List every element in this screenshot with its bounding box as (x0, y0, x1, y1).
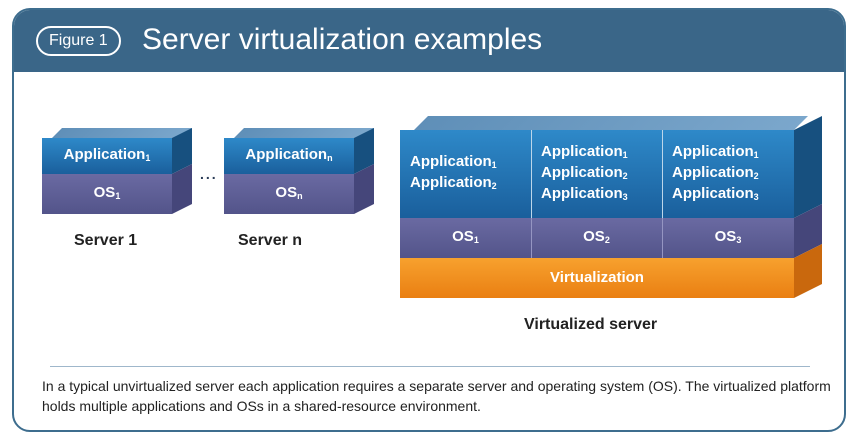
server-n-application: Applicationn (224, 138, 354, 174)
vm-3-application-3: Application3 (672, 184, 759, 202)
virtualized-server-label: Virtualized server (524, 316, 658, 333)
vm-2-application-1: Application1 (541, 142, 628, 160)
vm-2-applications: Application1 Application2 Application3 (531, 130, 662, 218)
server-n-side-app (354, 128, 374, 174)
figure-badge: Figure 1 (36, 26, 121, 56)
vm-3-os: OS3 (714, 227, 742, 245)
virtualized-server-box: Application1 Application2 Application1 A… (400, 116, 830, 306)
virtualized-side-app (794, 116, 822, 218)
server-n-app-text: Applicationn (245, 145, 333, 163)
figure-frame: Figure 1 Server virtualization examples … (12, 8, 846, 432)
server-1-box: Application1 OS1 (42, 128, 202, 226)
server-1-os-text: OS1 (93, 183, 121, 201)
vm-2-application-3: Application3 (541, 184, 628, 202)
server-1-side-os (172, 164, 192, 214)
vm-1-application-2: Application2 (410, 174, 497, 191)
figure-title: Server virtualization examples (142, 23, 543, 56)
caption-divider (50, 366, 810, 367)
server-n-top-face (234, 128, 374, 138)
vm-3-application-2: Application2 (672, 163, 759, 181)
virtualization-layer: Virtualization (400, 258, 794, 298)
server-n-label: Server n (238, 232, 303, 249)
virtualization-layer-text: Virtualization (550, 269, 644, 286)
server-1-top-face (52, 128, 192, 138)
vm-1-application-1: Application1 (410, 153, 497, 170)
app-divider-2 (662, 130, 663, 218)
server-n-os-text: OSn (275, 183, 303, 201)
os-divider-1 (531, 218, 532, 258)
vm-3-applications: Application1 Application2 Application3 (662, 130, 794, 218)
server-n-os: OSn (224, 174, 354, 214)
app-divider-1 (531, 130, 532, 218)
virtualized-application-row: Application1 Application2 Application1 A… (400, 130, 794, 218)
server-n-box: Applicationn OSn (224, 128, 384, 226)
vm-1-applications: Application1 Application2 (400, 130, 531, 218)
ellipsis: ... (200, 166, 218, 182)
vm-2-application-2: Application2 (541, 163, 628, 181)
os-divider-2 (662, 218, 663, 258)
vm-2-os: OS2 (583, 227, 610, 245)
server-1-os: OS1 (42, 174, 172, 214)
figure-header: Figure 1 Server virtualization examples (14, 10, 844, 72)
server-1-side-app (172, 128, 192, 174)
virtualized-top-face (414, 116, 808, 130)
figure-caption: In a typical unvirtualized server each a… (42, 378, 831, 414)
server-1-label: Server 1 (74, 232, 138, 249)
server-n-side-os (354, 164, 374, 214)
vm-1-os: OS1 (452, 227, 479, 245)
server-1-application: Application1 (42, 138, 172, 174)
vm-3-application-1: Application1 (672, 142, 759, 160)
server-1-app-text: Application1 (63, 145, 151, 163)
virtualized-os-row: OS1 OS2 OS3 (400, 218, 794, 258)
